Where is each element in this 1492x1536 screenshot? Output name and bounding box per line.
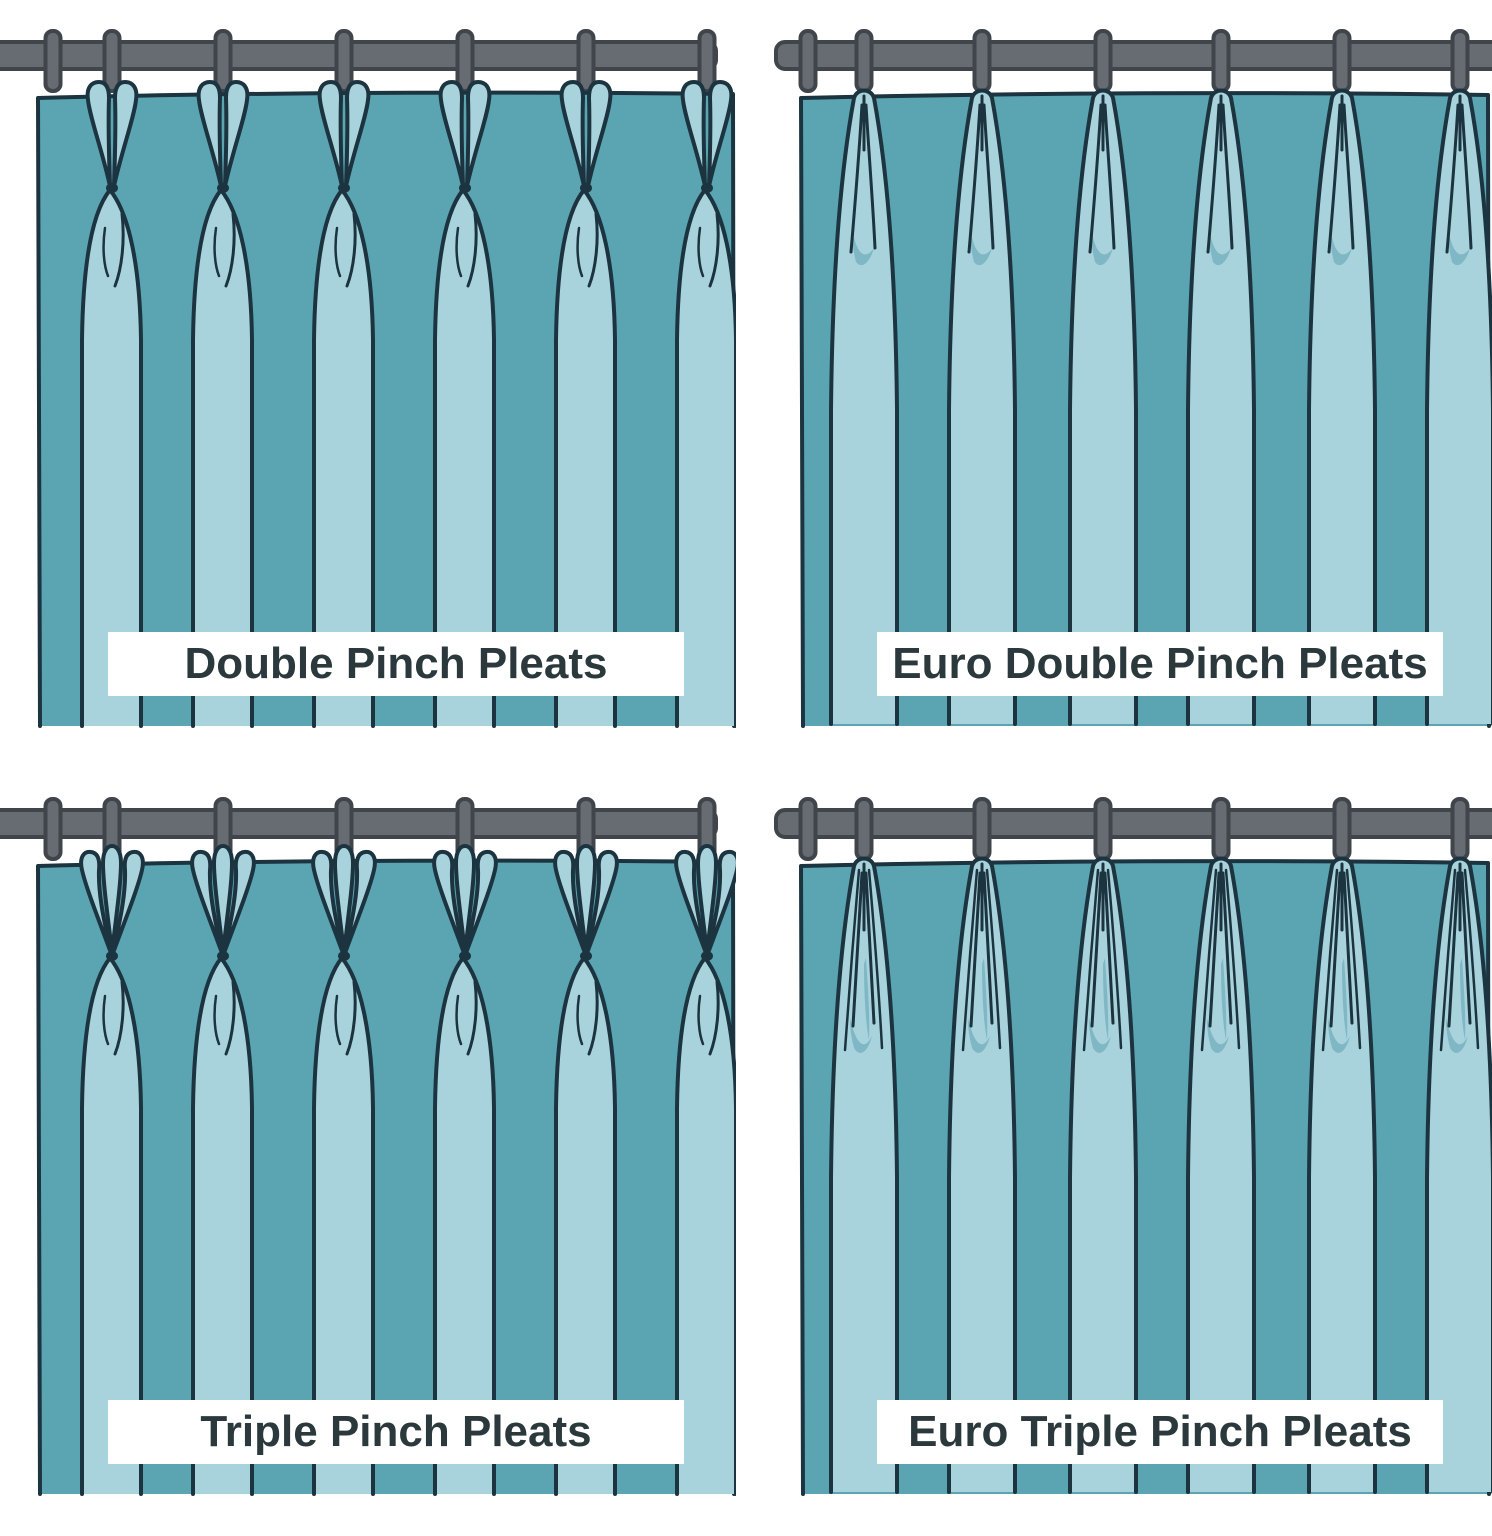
panel-euro-triple-pinch-pleats: Euro Triple Pinch Pleats xyxy=(746,768,1492,1536)
ring-clip xyxy=(854,797,874,861)
curtain-rod xyxy=(774,40,1492,71)
label-strip: Triple Pinch Pleats xyxy=(108,1400,684,1464)
curtain-fabric xyxy=(36,80,736,728)
pleat-euro-double-pinch xyxy=(1307,88,1377,726)
pleat-euro-triple-pinch xyxy=(947,856,1017,1494)
ring-clip xyxy=(102,29,122,93)
pleat-euro-double-pinch xyxy=(1425,88,1492,726)
label-strip: Euro Double Pinch Pleats xyxy=(877,632,1443,696)
pleat-euro-double-pinch xyxy=(829,88,899,726)
ring-clip xyxy=(972,797,992,861)
ring-clip xyxy=(1211,797,1231,861)
label-background xyxy=(108,1400,684,1464)
label-background xyxy=(108,632,684,696)
ring-clip xyxy=(854,29,874,93)
panel-euro-double-pinch-pleats: Euro Double Pinch Pleats xyxy=(746,0,1492,768)
panel-label: Double Pinch Pleats xyxy=(185,639,608,688)
ring-clip xyxy=(798,29,818,93)
panel-double-pinch-pleats: Double Pinch Pleats xyxy=(0,0,746,768)
ring-clip xyxy=(43,29,63,93)
ring-clip xyxy=(1211,29,1231,93)
ring-clip xyxy=(43,797,63,861)
pleat-euro-triple-pinch xyxy=(1425,856,1492,1494)
label-strip: Euro Triple Pinch Pleats xyxy=(877,1400,1443,1464)
pleat-euro-triple-pinch xyxy=(1307,856,1377,1494)
ring-clip xyxy=(972,29,992,93)
ring-clip xyxy=(1093,797,1113,861)
triple-pinch-pleats-illustration: Triple Pinch Pleats xyxy=(0,797,736,1496)
panel-label: Triple Pinch Pleats xyxy=(200,1407,591,1456)
ring-clip xyxy=(1093,29,1113,93)
ring-clip xyxy=(213,29,233,93)
panel-triple-pinch-pleats: Triple Pinch Pleats xyxy=(0,768,746,1536)
pleat-euro-double-pinch xyxy=(1186,88,1256,726)
curtain-fabric xyxy=(799,88,1492,728)
pleat-euro-double-pinch xyxy=(1068,88,1138,726)
ring-clip xyxy=(1332,29,1352,93)
ring-clip xyxy=(1450,29,1470,93)
pleat-euro-triple-pinch xyxy=(1068,856,1138,1494)
euro-double-pinch-pleats-illustration: Euro Double Pinch Pleats xyxy=(774,29,1492,728)
double-pinch-pleats-illustration: Double Pinch Pleats xyxy=(0,29,736,728)
ring-clip xyxy=(455,29,475,93)
euro-triple-pinch-pleats-illustration: Euro Triple Pinch Pleats xyxy=(774,797,1492,1496)
ring-clip xyxy=(1332,797,1352,861)
curtain-fabric xyxy=(36,844,736,1496)
pleat-euro-double-pinch xyxy=(947,88,1017,726)
ring-clip xyxy=(798,797,818,861)
curtain-rod xyxy=(774,808,1492,839)
ring-clip xyxy=(697,29,717,93)
ring-clip xyxy=(1450,797,1470,861)
panel-label: Euro Triple Pinch Pleats xyxy=(908,1407,1412,1456)
curtain-fabric xyxy=(799,856,1492,1496)
label-background xyxy=(877,1400,1443,1464)
label-strip: Double Pinch Pleats xyxy=(108,632,684,696)
pleat-euro-triple-pinch xyxy=(1186,856,1256,1494)
ring-clip xyxy=(576,29,596,93)
curtain-body xyxy=(799,91,1491,728)
ring-clip xyxy=(334,29,354,93)
pleat-euro-triple-pinch xyxy=(829,856,899,1494)
curtain-body xyxy=(799,859,1491,1496)
panel-label: Euro Double Pinch Pleats xyxy=(892,639,1427,688)
label-background xyxy=(877,632,1443,696)
